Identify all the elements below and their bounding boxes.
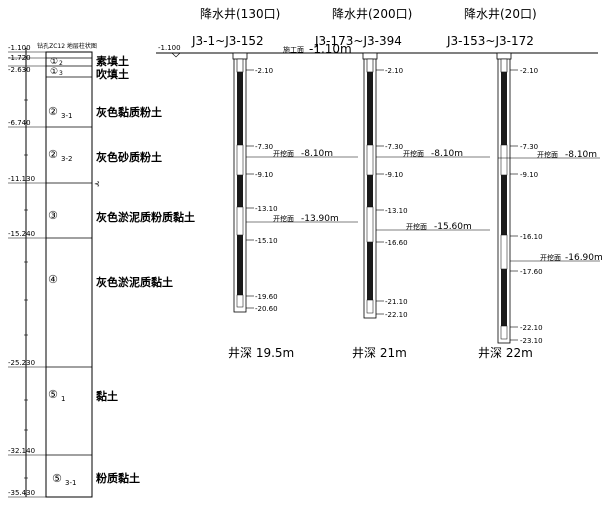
- elev-label: -1.100: [8, 44, 31, 52]
- well-depth-mark: -13.10: [255, 205, 278, 213]
- excavation-value: -8.10m: [301, 149, 333, 159]
- excavation-value: -13.90m: [301, 214, 339, 224]
- excavation-value: -16.90m: [565, 253, 603, 263]
- well-3: 降水井(20口) J3-153~J3-172 -2.10 -7.30 -9.10…: [446, 7, 603, 360]
- elev-label: -35.430: [8, 489, 35, 497]
- well-title: 降水井(200口): [332, 7, 412, 21]
- well-2: 降水井(200口) J3-173~J3-394 -2.10 -7.30 -9.1…: [314, 7, 490, 360]
- well-depth-mark: -16.60: [385, 239, 408, 247]
- elev-label: -25.230: [8, 359, 35, 367]
- layer-num: ①: [50, 67, 58, 77]
- layer-num: ④: [48, 273, 58, 286]
- well-depth-mark: -13.10: [385, 207, 408, 215]
- layer-num: ②: [48, 105, 58, 118]
- well-depth-mark: -15.10: [255, 237, 278, 245]
- layer-name: 吹填土: [96, 67, 129, 81]
- excavation-value: -8.10m: [431, 149, 463, 159]
- well-depth-mark: -9.10: [385, 171, 403, 179]
- layer-name: 灰色淤泥质粉质黏土: [96, 210, 195, 224]
- layer-sub: 3-1: [61, 112, 72, 120]
- well-depth-mark: -22.10: [385, 311, 408, 319]
- excavation-label: 开挖面: [273, 214, 294, 223]
- layer-num: ①: [50, 57, 58, 67]
- well-range: J3-1~J3-152: [191, 34, 264, 48]
- well-top-label: -1.10m: [309, 42, 352, 56]
- layer-sub: 3-2: [61, 155, 72, 163]
- well-range: J3-153~J3-172: [446, 34, 534, 48]
- elev-label: -32.140: [8, 447, 35, 455]
- well-depth-mark: -19.60: [255, 293, 278, 301]
- well-depth-mark: -7.30: [255, 143, 273, 151]
- strata-column: 钻孔ZC12 地层柱状图 -1.100 -1.720 -2.630 -6.740…: [8, 42, 195, 498]
- excavation-value: -8.10m: [565, 150, 597, 160]
- layer-name: 素填土: [96, 54, 129, 68]
- elev-label: -2.630: [8, 66, 31, 74]
- elev-label: -6.740: [8, 119, 31, 127]
- layer-sub: 3: [59, 70, 63, 77]
- well-depth-mark: -21.10: [385, 298, 408, 306]
- well-range: J3-173~J3-394: [314, 34, 402, 48]
- excavation-value: -15.60m: [434, 222, 472, 232]
- well-title: 降水井(130口): [200, 7, 280, 21]
- layer-name: 粉质黏土: [96, 471, 140, 485]
- well-depth-label: 井深 22m: [478, 346, 533, 360]
- well-depth-mark: -20.60: [255, 305, 278, 313]
- ground-marker-icon: [171, 52, 181, 58]
- excavation-label: 开挖面: [273, 149, 294, 158]
- elev-label: -11.130: [8, 175, 35, 183]
- excavation-label: 开挖面: [537, 150, 558, 159]
- well-depth-mark: -2.10: [255, 67, 273, 75]
- layer-num: ②: [48, 148, 58, 161]
- layer-sub: 1: [61, 395, 65, 403]
- excavation-label: 开挖面: [403, 149, 424, 158]
- layer-sub: 3-1: [65, 479, 76, 487]
- well-depth-mark: -2.10: [385, 67, 403, 75]
- lens-marker-icon: ⊰: [94, 180, 100, 188]
- well-depth-mark: -17.60: [520, 268, 543, 276]
- layer-num: ⑤: [52, 472, 62, 485]
- ground-level-label: -1.100: [158, 44, 181, 52]
- layer-name: 灰色淤泥质黏土: [96, 275, 173, 289]
- layer-name: 灰色黏质粉土: [96, 105, 162, 119]
- well-depth-mark: -7.30: [385, 143, 403, 151]
- well-depth-mark: -2.10: [520, 67, 538, 75]
- well-depth-mark: -16.10: [520, 233, 543, 241]
- elev-label: -15.240: [8, 230, 35, 238]
- layer-name: 灰色砂质粉土: [96, 150, 162, 164]
- well-depth-mark: -23.10: [520, 337, 543, 345]
- construction-label: 施工面: [283, 45, 304, 54]
- well-depth-mark: -22.10: [520, 324, 543, 332]
- layer-num: ⑤: [48, 388, 58, 401]
- layer-num: ③: [48, 209, 58, 222]
- layer-name: 黏土: [96, 389, 118, 403]
- excavation-label: 开挖面: [540, 253, 561, 262]
- layer-sub: 2: [59, 60, 63, 67]
- well-depth-label: 井深 21m: [352, 346, 407, 360]
- well-depth-mark: -7.30: [520, 143, 538, 151]
- excavation-label: 开挖面: [406, 222, 427, 231]
- well-title: 降水井(20口): [464, 7, 537, 21]
- well-depth-mark: -9.10: [255, 171, 273, 179]
- well-1: 降水井(130口) J3-1~J3-152 -1.10m -2.10 -7.30…: [191, 7, 358, 360]
- well-depth-mark: -9.10: [520, 171, 538, 179]
- elev-label: -1.720: [8, 54, 31, 62]
- strata-header: 钻孔ZC12 地层柱状图: [37, 42, 97, 50]
- well-depth-label: 井深 19.5m: [228, 346, 294, 360]
- elevation-labels: -1.100 -1.720 -2.630 -6.740 -11.130 -15.…: [8, 44, 46, 498]
